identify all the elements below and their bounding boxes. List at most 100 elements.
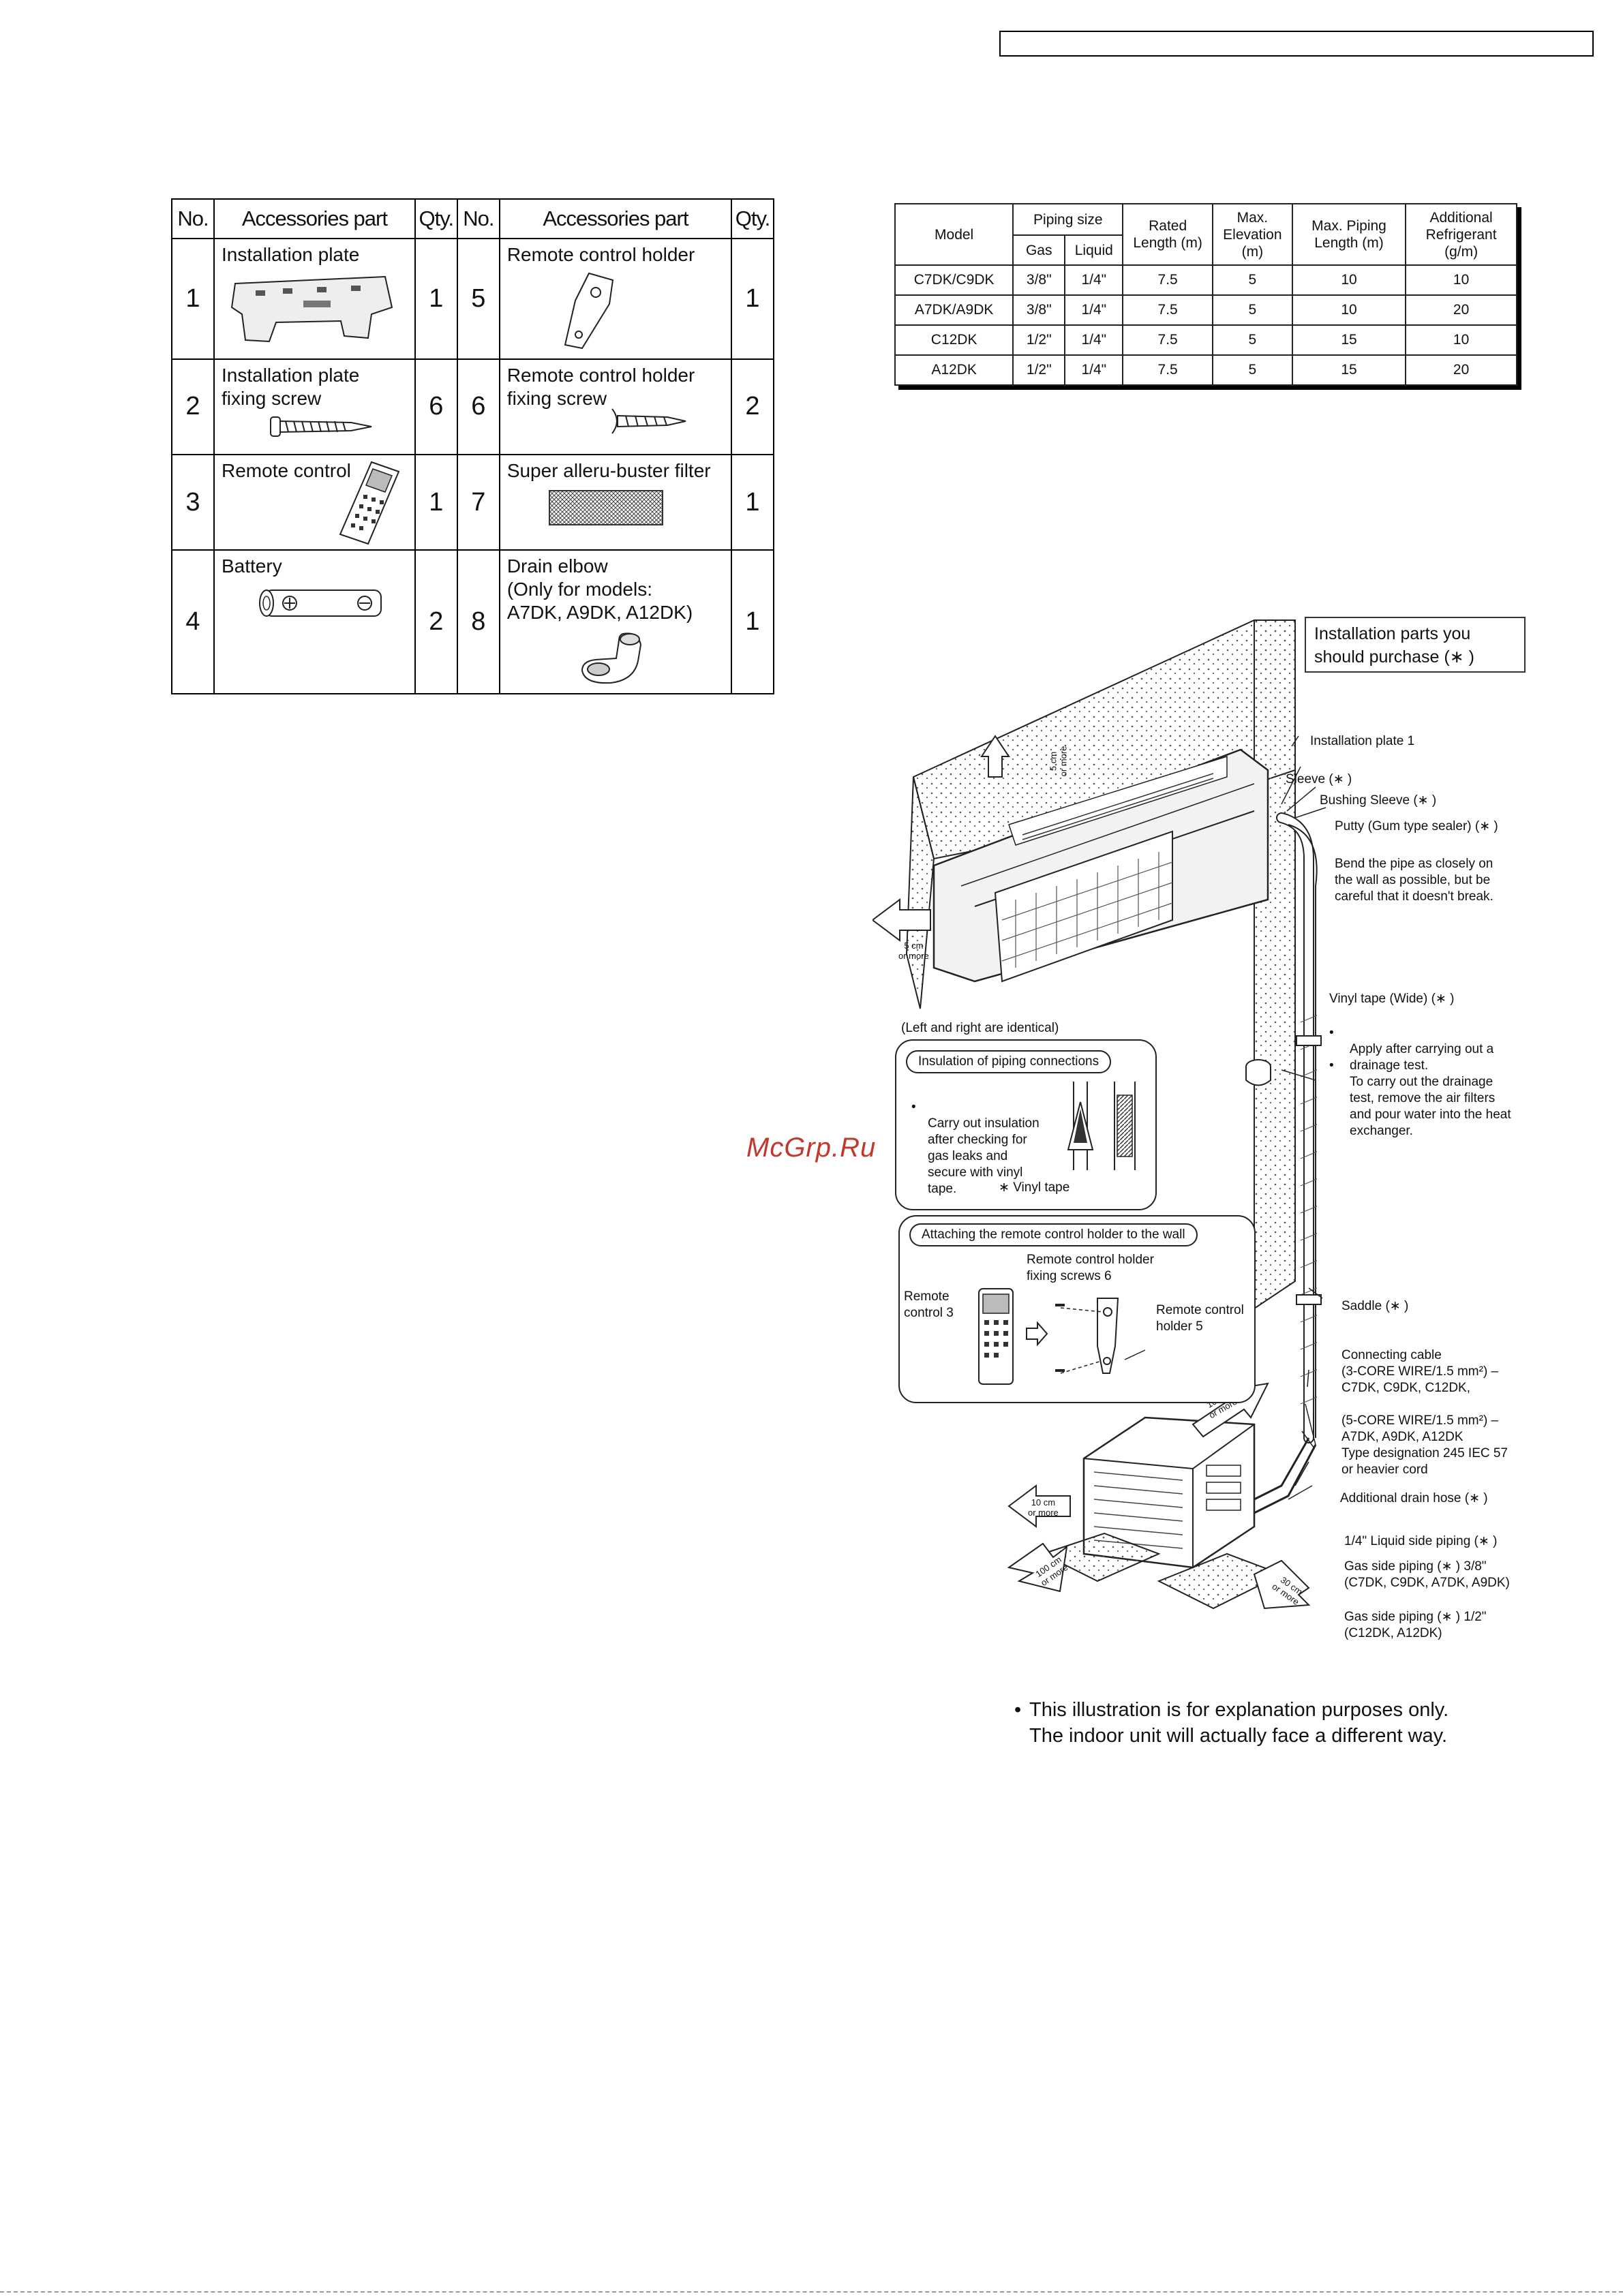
saddle-upper — [1296, 1035, 1322, 1046]
indoor-front-panel — [994, 830, 1173, 983]
cell-model: A7DK/A9DK — [894, 294, 1014, 326]
item-part-label: Remote control holder — [506, 244, 695, 265]
col-piping-size: Piping size — [1012, 203, 1124, 236]
wall-side — [1254, 619, 1296, 1310]
wall-left — [905, 776, 935, 1009]
piping-subheader-row: Gas Liquid — [895, 234, 1517, 266]
col-qty: Qty. — [731, 198, 774, 239]
label-vinyl-bullet-2: • To carry out the drainage test, remove… — [1329, 1041, 1511, 1139]
cell-refrig: 20 — [1405, 354, 1517, 386]
label-bend-pipe: Bend the pipe as closely on the wall as … — [1335, 857, 1493, 904]
cell-model: C7DK/C9DK — [894, 264, 1014, 296]
table-row: A7DK/A9DK 3/8" 1/4" 7.5 5 10 20 — [894, 294, 1517, 326]
small-screw-icon — [611, 408, 686, 434]
item-qty: 1 — [731, 549, 774, 694]
col-rated-length: Rated Length (m) — [1122, 203, 1213, 266]
item-no: 8 — [456, 549, 500, 694]
label-additional-drain-hose: Additional drain hose (∗ ) — [1340, 1491, 1488, 1505]
accessories-header-row: No. Accessories part Qty. No. Accessorie… — [171, 198, 774, 239]
purchase-note-text: Installation parts you should purchase (… — [1314, 624, 1474, 667]
cell-refrig: 10 — [1405, 324, 1517, 356]
label-holder-screws: Remote control holder fixing screws 6 — [1027, 1253, 1154, 1283]
label-liquid-side-piping: 1/4" Liquid side piping (∗ ) — [1344, 1534, 1498, 1548]
cell-liquid: 1/4" — [1064, 324, 1124, 356]
cell-refrig: 10 — [1405, 264, 1517, 296]
cell-refrig: 20 — [1405, 294, 1517, 326]
label-bushing-sleeve: Bushing Sleeve (∗ ) — [1320, 793, 1437, 808]
cell-maxlen: 15 — [1291, 354, 1407, 386]
battery-icon — [259, 590, 382, 617]
label-gas-side-piping-38: Gas side piping (∗ ) 3/8" (C7DK, C9DK, A… — [1344, 1559, 1510, 1590]
label-putty: Putty (Gum type sealer) (∗ ) — [1335, 819, 1498, 833]
item-part: Remote control holder — [498, 238, 733, 360]
item-part-label: Remote control holder fixing screw — [506, 364, 695, 409]
footnote-text: This illustration is for explanation pur… — [1029, 1699, 1449, 1747]
label-vinyl-bullet-1-text: Apply after carrying out a drainage test… — [1350, 1042, 1494, 1073]
col-max-elevation: Max. Elevation (m) — [1211, 203, 1293, 266]
label-left-right-identical: (Left and right are identical) — [901, 1021, 1059, 1035]
table-row: 3 Remote control 1 7 Super alleru-bus — [171, 453, 774, 551]
cell-elev: 5 — [1211, 354, 1293, 386]
purchase-note-box: Installation parts you should purchase (… — [1305, 617, 1526, 673]
item-part: Battery — [213, 549, 416, 694]
insulation-panel-title: Insulation of piping connections — [906, 1050, 1112, 1073]
label-remote-control: Remote control 3 — [904, 1289, 954, 1320]
item-no: 5 — [456, 238, 500, 360]
item-part-label: Installation plate — [222, 244, 360, 265]
clearance-left-5cm: 5 cm or more — [898, 940, 929, 961]
col-additional-refrigerant: Additional Refrigerant (g/m) — [1405, 203, 1517, 266]
item-part: Super alleru-buster filter — [498, 453, 733, 551]
item-qty: 1 — [414, 238, 458, 360]
insulation-detail-icon — [1067, 1082, 1136, 1170]
label-vinyl-tape-wide: Vinyl tape (Wide) (∗ ) — [1329, 992, 1455, 1006]
label-remote-holder: Remote control holder 5 — [1156, 1303, 1244, 1334]
cell-maxlen: 10 — [1291, 294, 1407, 326]
col-model: Model — [894, 203, 1014, 266]
item-qty: 2 — [731, 358, 774, 455]
bullet-icon: • — [1329, 1058, 1334, 1073]
header-box — [999, 31, 1594, 57]
label-gas-side-piping-12: Gas side piping (∗ ) 1/2" (C12DK, A12DK) — [1344, 1610, 1487, 1640]
label-connecting-cable-3core: Connecting cable (3-CORE WIRE/1.5 mm²) –… — [1341, 1348, 1499, 1395]
item-no: 7 — [456, 453, 500, 551]
cell-rated: 7.5 — [1122, 294, 1213, 326]
bullet-icon: • — [911, 1100, 916, 1114]
col-max-piping-length: Max. Piping Length (m) — [1291, 203, 1407, 266]
bullet-icon: • — [1014, 1699, 1022, 1721]
item-part: Drain elbow (Only for models: A7DK, A9DK… — [498, 549, 733, 694]
cell-gas: 3/8" — [1012, 294, 1066, 326]
cell-model: A12DK — [894, 354, 1014, 386]
cell-gas: 3/8" — [1012, 264, 1066, 296]
item-part-label: Remote control — [222, 459, 351, 481]
installation-plate-icon — [230, 275, 393, 343]
item-part-label: Battery — [222, 555, 282, 577]
item-part: Installation plate fixing screw — [213, 358, 416, 455]
drain-elbow-icon — [581, 632, 641, 684]
remote-holder-panel-title: Attaching the remote control holder to t… — [909, 1223, 1198, 1246]
table-row: 1 Installation plate 1 5 Remote control … — [171, 238, 774, 360]
cell-rated: 7.5 — [1122, 324, 1213, 356]
insulation-bullet: • Carry out insulation after checking fo… — [911, 1083, 1040, 1197]
insulation-bullet-text: Carry out insulation after checking for … — [928, 1116, 1040, 1196]
item-part: Installation plate — [213, 238, 416, 360]
item-part: Remote control holder fixing screw — [498, 358, 733, 455]
col-part: Accessories part — [213, 198, 416, 239]
item-no: 4 — [171, 549, 215, 694]
footnote: • This illustration is for explanation p… — [1014, 1697, 1448, 1749]
cell-elev: 5 — [1211, 294, 1293, 326]
label-connecting-cable-5core: (5-CORE WIRE/1.5 mm²) – A7DK, A9DK, A12D… — [1341, 1413, 1508, 1477]
accessories-table: No. Accessories part Qty. No. Accessorie… — [171, 198, 774, 694]
remote-control-icon — [339, 461, 400, 545]
table-row: A12DK 1/2" 1/4" 7.5 5 15 20 — [894, 354, 1517, 386]
label-vinyl-bullet-1: • Apply after carrying out a drainage te… — [1329, 1009, 1493, 1074]
cell-gas: 1/2" — [1012, 324, 1066, 356]
label-installation-plate: Installation plate 1 — [1310, 734, 1415, 748]
clearance-top-5cm: 5 cm or more — [1048, 746, 1069, 777]
item-no: 2 — [171, 358, 215, 455]
piping-header-row: Model Piping size Rated Length (m) Max. … — [894, 203, 1517, 266]
installation-diagram — [873, 619, 1326, 1610]
clearance-outdoor-left-10cm: 10 cm or more — [1028, 1497, 1059, 1518]
item-qty: 1 — [414, 453, 458, 551]
cell-liquid: 1/4" — [1064, 294, 1124, 326]
insulation-vinyl-tape: ∗ Vinyl tape — [999, 1180, 1070, 1195]
